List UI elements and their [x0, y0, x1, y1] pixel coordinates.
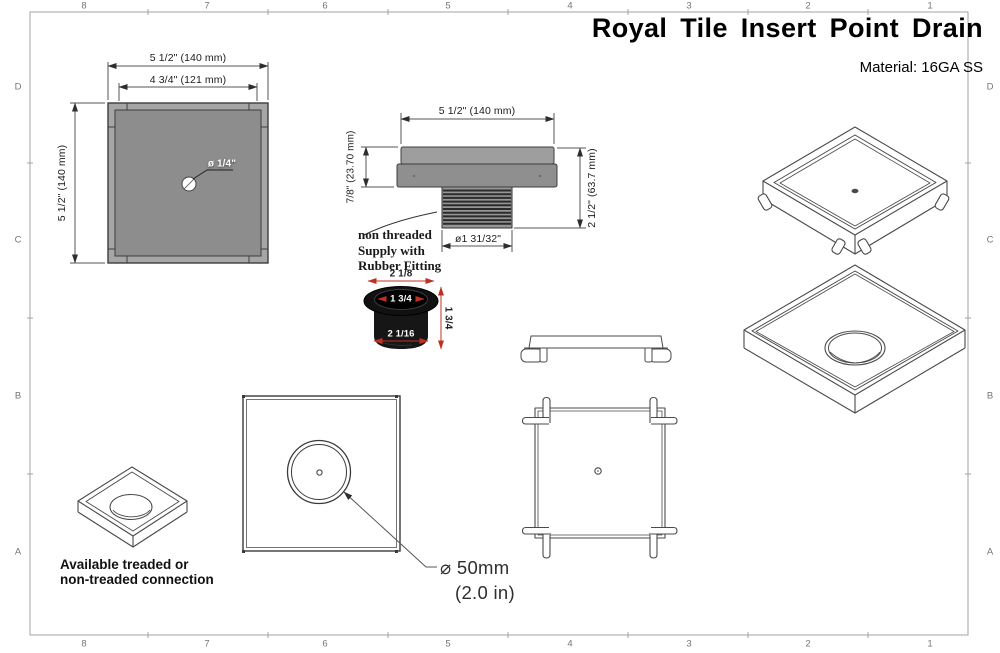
side-view-drawing — [396, 146, 558, 229]
hole-diameter-in: (2.0 in) — [455, 582, 515, 603]
side-view-dimensions — [361, 113, 586, 252]
grid-row-label: A — [986, 546, 994, 558]
grid-col-label: 5 — [445, 0, 451, 12]
top-view-drawing — [107, 102, 269, 264]
page-title: Royal Tile Insert Point Drain — [591, 13, 983, 43]
screw-hole-label: ø 1/4" — [207, 158, 237, 170]
grid-row-label: A — [14, 546, 22, 558]
grid-col-label: 8 — [81, 0, 87, 12]
rubber-fitting-dimensions — [367, 278, 444, 350]
grid-col-label: 5 — [445, 638, 451, 650]
grid-col-label: 2 — [805, 0, 811, 12]
grid-col-label: 4 — [567, 0, 573, 12]
grid-col-label: 3 — [686, 638, 692, 650]
grid-col-label: 1 — [927, 638, 933, 650]
grid-row-label: C — [986, 234, 994, 246]
grid-col-label: 2 — [805, 638, 811, 650]
grid-row-label: C — [14, 234, 22, 246]
grid-col-label: 3 — [686, 0, 692, 12]
sheet-border — [27, 9, 971, 638]
connection-note: Available treaded or non-treaded connect… — [60, 557, 214, 587]
center-hole — [594, 467, 602, 475]
fitting-dim-side: 1 3/4 — [442, 306, 454, 330]
supply-note-line: non threaded — [358, 227, 432, 242]
grid-col-label: 6 — [322, 638, 328, 650]
connection-note-line: non-treaded connection — [60, 572, 214, 587]
grid-col-label: 7 — [204, 638, 210, 650]
dim-height: 5 1/2" (140 mm) — [56, 144, 68, 222]
iso-view-tray — [743, 264, 966, 414]
dim-total-height: 2 1/2" (63.7 mm) — [586, 148, 598, 228]
grid-row-label: D — [986, 81, 994, 93]
small-iso-view — [77, 466, 188, 548]
material-spec: Material: 16GA SS — [859, 59, 983, 76]
grid-row-label: B — [14, 390, 22, 402]
threaded-outlet — [443, 189, 511, 225]
rubber-fitting-image — [363, 286, 439, 349]
connection-note-line: Available treaded or — [60, 557, 189, 572]
grid-col-label: 1 — [927, 0, 933, 12]
supply-note-line: Rubber Fitting — [358, 258, 442, 273]
fitting-dim-opening: 1 3/4 — [390, 293, 412, 305]
supply-note-line: Supply with — [358, 242, 425, 258]
grid-row-label: B — [986, 390, 994, 402]
hole-diameter-mm: ⌀ 50mm — [440, 557, 510, 578]
grid-col-label: 7 — [204, 0, 210, 12]
grid-col-label: 8 — [81, 638, 87, 650]
drain-hole — [824, 330, 886, 366]
grid-row-label: D — [14, 81, 22, 93]
dim-outlet-diameter: ø1 31/32" — [454, 233, 502, 245]
dim-flange-height: 7/8" (23.70 mm) — [345, 130, 357, 204]
fitting-dim-body: 2 1/16 — [387, 328, 415, 340]
supply-note: non threaded Supply with Rubber Fitting — [358, 227, 441, 274]
iso-view-assembled — [757, 126, 950, 255]
center-hole-dot — [851, 188, 859, 194]
drain-hole-circle — [286, 439, 352, 505]
dim-outer-width: 5 1/2" (140 mm) — [149, 52, 227, 64]
dim-inner-width: 4 3/4" (121 mm) — [149, 74, 227, 86]
grid-col-label: 6 — [322, 0, 328, 12]
fitting-dim-top: 2 1/8 — [389, 268, 413, 280]
hole-view-drawing — [242, 395, 437, 568]
bottom-frame-view — [521, 396, 678, 559]
dim-side-width: 5 1/2" (140 mm) — [438, 105, 516, 117]
hole-diameter-label: ⌀ 50mm (2.0 in) — [440, 555, 515, 605]
grid-col-label: 4 — [567, 638, 573, 650]
diameter-leader-line — [343, 491, 437, 568]
profile-view-drawing — [520, 335, 672, 363]
top-view-dimensions — [70, 62, 269, 264]
